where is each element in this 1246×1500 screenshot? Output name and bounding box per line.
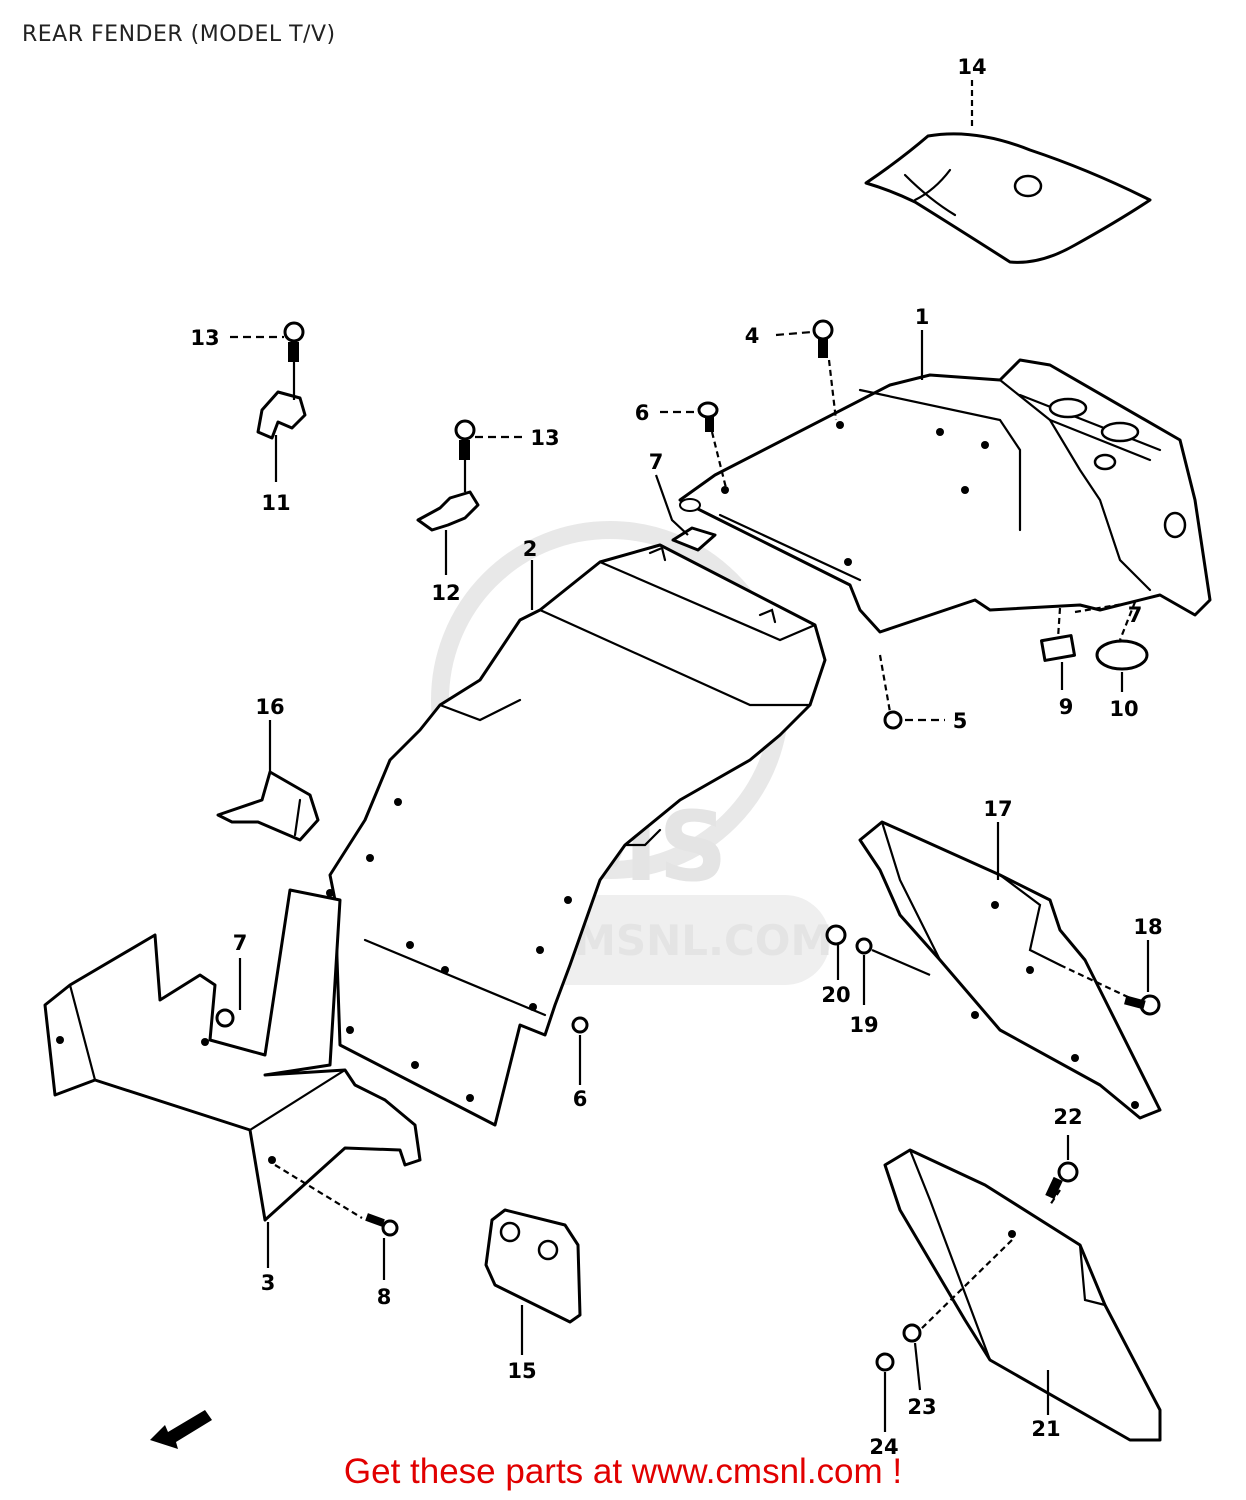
part-17-license-bracket xyxy=(858,820,1162,1120)
fasteners xyxy=(215,319,1161,1372)
part-3-rear-bracket xyxy=(43,888,422,1222)
footer-link-text[interactable]: Get these parts at www.cmsnl.com ! xyxy=(343,1452,903,1491)
callout-17: 17 xyxy=(983,797,1012,821)
callout-2: 2 xyxy=(523,537,538,561)
callout-6-lower: 6 xyxy=(573,1087,588,1111)
callout-18: 18 xyxy=(1133,915,1162,939)
part-21-plate-holder xyxy=(883,1148,1162,1442)
callout-8: 8 xyxy=(377,1285,392,1309)
callout-7-upper: 7 xyxy=(649,450,664,474)
callout-3: 3 xyxy=(261,1271,276,1295)
callout-6-upper: 6 xyxy=(635,401,650,425)
callout-15: 15 xyxy=(507,1359,536,1383)
callout-16: 16 xyxy=(255,695,284,719)
callout-10: 10 xyxy=(1109,697,1138,721)
callout-22: 22 xyxy=(1053,1105,1082,1129)
leader-lines xyxy=(230,80,1150,1432)
part-1-rear-fender xyxy=(678,358,1212,634)
callout-14: 14 xyxy=(957,55,986,79)
callout-21: 21 xyxy=(1031,1417,1060,1441)
callout-13-left: 13 xyxy=(190,326,219,350)
callout-24: 24 xyxy=(869,1435,898,1459)
part-14-cover xyxy=(864,132,1152,264)
callout-1: 1 xyxy=(915,305,930,329)
part-12-clamp xyxy=(416,490,480,532)
callout-12: 12 xyxy=(431,581,460,605)
callout-5: 5 xyxy=(953,709,968,733)
callout-7-right: 7 xyxy=(1128,603,1143,627)
callout-4: 4 xyxy=(745,324,760,348)
callout-7-lower: 7 xyxy=(233,931,248,955)
callout-19: 19 xyxy=(849,1013,878,1037)
part-16-clip xyxy=(216,770,320,842)
callout-numbers: 14 13 13 11 12 4 1 6 7 2 7 5 9 10 16 17 … xyxy=(190,55,1162,1459)
callout-11: 11 xyxy=(261,491,290,515)
diagram-title: REAR FENDER (MODEL T/V) xyxy=(22,22,336,47)
callout-9: 9 xyxy=(1059,695,1074,719)
callout-13-right: 13 xyxy=(530,426,559,450)
part-11-clamp xyxy=(256,390,307,440)
part-2-inner-fender xyxy=(326,543,827,1127)
callout-23: 23 xyxy=(907,1395,936,1419)
front-direction-arrow xyxy=(150,1410,212,1449)
part-15-reflector xyxy=(484,1208,582,1324)
callout-20: 20 xyxy=(821,983,850,1007)
